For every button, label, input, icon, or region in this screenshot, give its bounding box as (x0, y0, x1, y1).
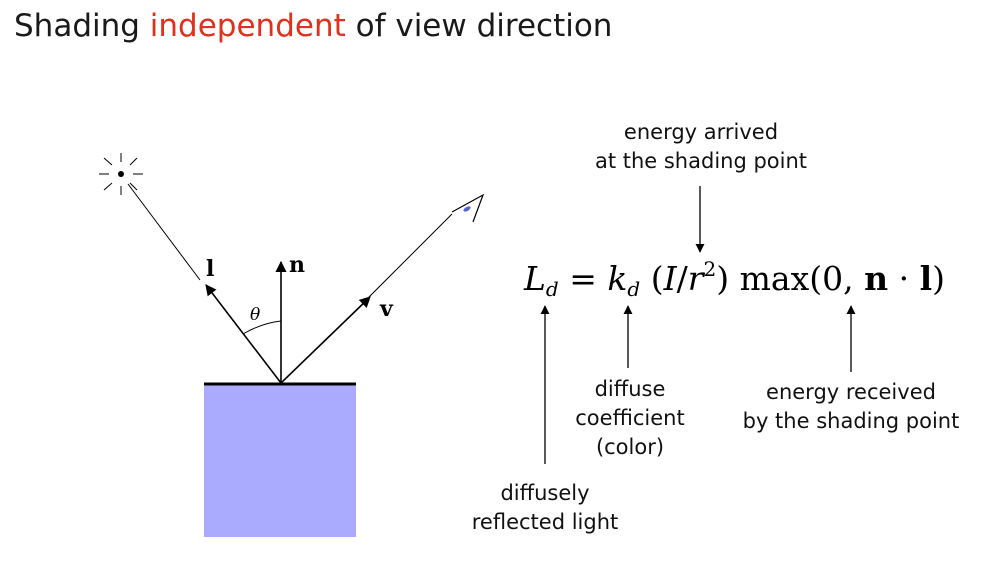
lambert-equation: Ld = kd (I/r2) max(0, n · l) (524, 257, 945, 301)
view-vector-arrow (280, 296, 371, 384)
annotation-diffusely-reflected: diffusely reflected light (471, 481, 619, 534)
annotation-energy-arrived: energy arrived at the shading point (594, 120, 808, 173)
view-vector-label: v (380, 296, 393, 322)
eye-icon (451, 193, 485, 223)
view-ray (365, 213, 453, 301)
light-vector-label: l (206, 256, 215, 282)
page-title: Shading independent of view direction (14, 8, 613, 44)
annotation-energy-received: energy received by the shading point (742, 380, 960, 433)
angle-theta-label: θ (250, 305, 261, 325)
light-source-icon (99, 153, 143, 195)
surface-block (204, 384, 356, 537)
angle-arc (242, 320, 282, 335)
title-highlight: independent (149, 8, 346, 44)
light-ray (127, 183, 201, 281)
normal-vector-label: n (289, 252, 305, 278)
annotation-diffuse-coefficient: diffuse coefficient (color) (575, 377, 685, 459)
